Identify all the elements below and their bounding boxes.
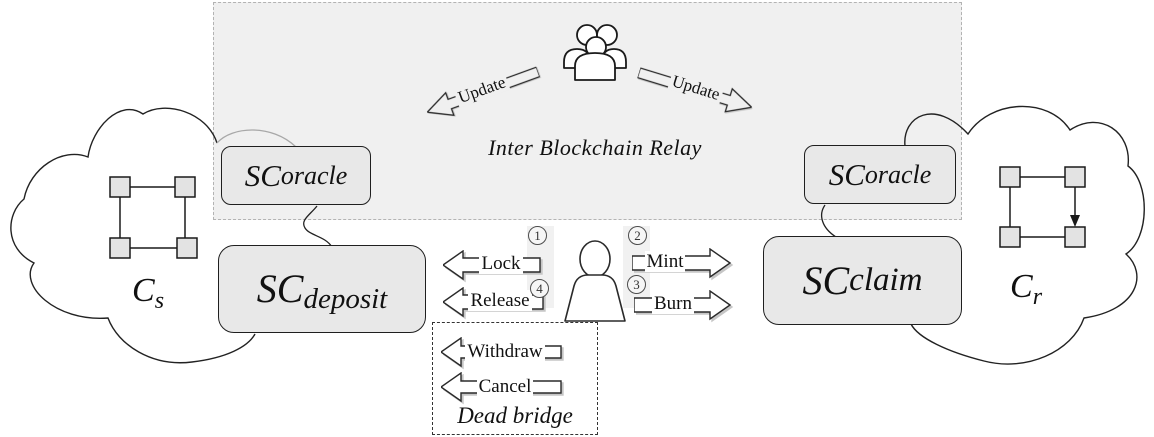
cancel-label: Cancel: [476, 376, 534, 397]
oracle-to-claim-connector: [821, 204, 837, 238]
cloud-bump-behind-oracle-left: [216, 129, 297, 148]
oracle-to-deposit-connector: [303, 205, 333, 248]
update-arrow-left: Update: [423, 60, 543, 127]
contract-prefix: SC: [256, 266, 304, 311]
relay-title: Inter Blockchain Relay: [488, 135, 702, 160]
withdraw-label: Withdraw: [465, 341, 545, 362]
people-group-icon: [563, 24, 627, 81]
step-circle-4: 4: [530, 279, 549, 298]
receiver-chain-label: Cr: [1010, 268, 1043, 310]
lock-label: Lock: [479, 253, 523, 274]
release-label: Release: [468, 290, 532, 311]
contract-prefix: SC: [244, 158, 281, 193]
receiver-chain-cloud: [904, 105, 1145, 365]
update-arrow-right: Update: [634, 60, 755, 121]
contract-name: oracle: [280, 160, 348, 190]
contract-name: deposit: [303, 282, 388, 315]
source-chain-cloud: [10, 107, 256, 364]
burn-label: Burn: [652, 293, 694, 314]
source-chain-label: Cs: [132, 272, 165, 314]
dead-bridge-title: Dead bridge: [457, 403, 573, 428]
contract-prefix: SC: [802, 257, 850, 303]
mint-label: Mint: [644, 251, 686, 272]
step-circle-3: 3: [627, 275, 646, 294]
step-circle-1: 1: [528, 226, 547, 245]
step-circle-2: 2: [628, 226, 647, 245]
contract-name: oracle: [864, 159, 932, 189]
network-arrow-icon: [999, 166, 1086, 248]
arrowhead-down: [1070, 215, 1080, 227]
contract-prefix: SC: [828, 157, 865, 192]
network-icon: [109, 176, 198, 259]
person-icon: [564, 240, 626, 322]
contract-name: claim: [849, 262, 923, 298]
